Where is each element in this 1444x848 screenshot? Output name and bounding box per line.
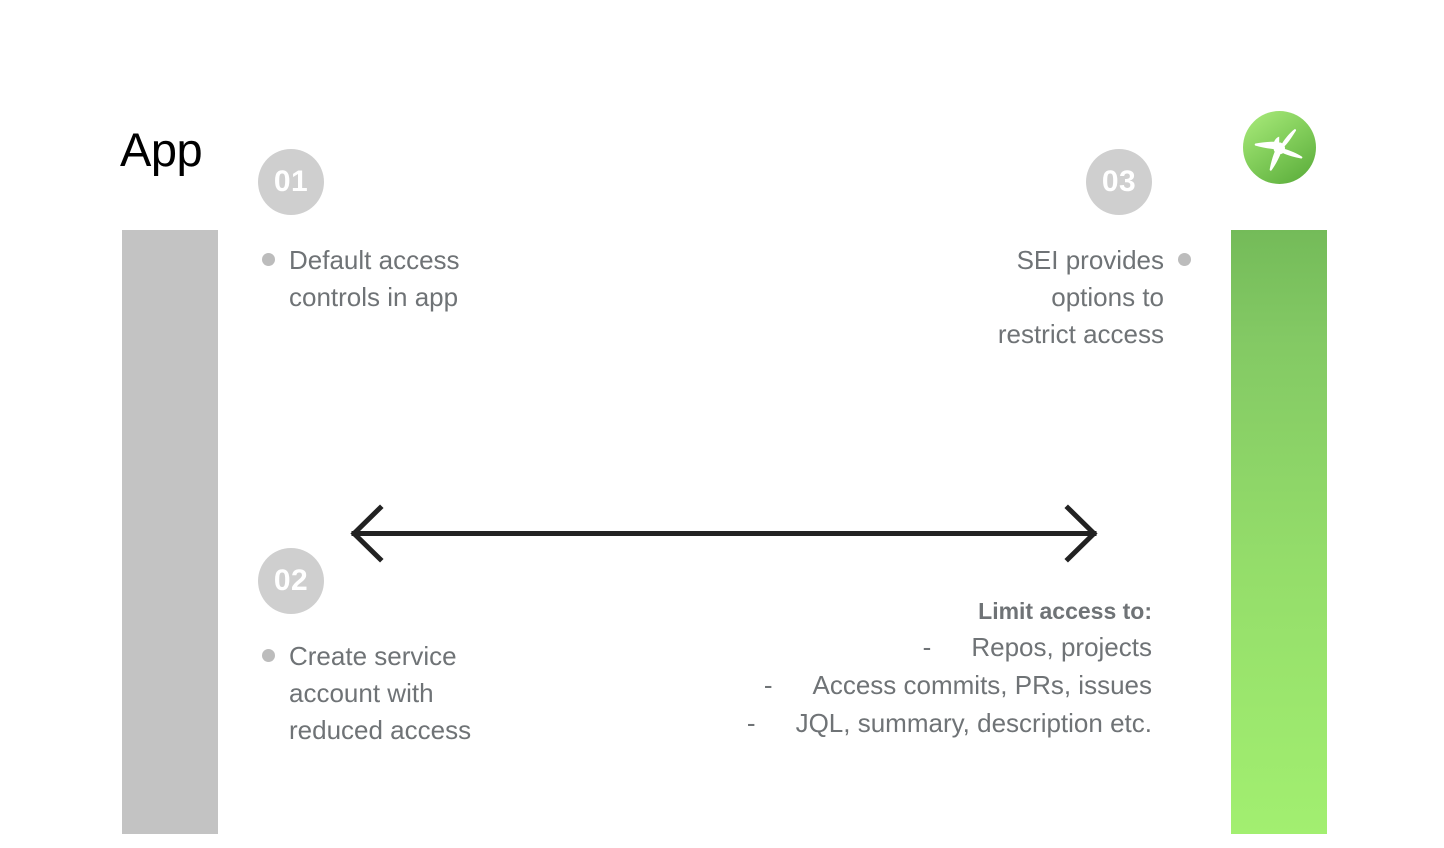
limit-access-heading: Limit access to:	[978, 598, 1152, 624]
step-bullet-03: SEI provides options to restrict access	[944, 242, 1191, 353]
page-title: App	[120, 123, 203, 176]
bullet-dot-icon	[1178, 253, 1191, 266]
limit-access-item-label: JQL, summary, description etc.	[795, 708, 1152, 738]
dash-marker: -	[746, 708, 756, 738]
step-text-01: Default access controls in app	[289, 245, 460, 312]
double-headed-arrow-icon	[348, 503, 1100, 565]
step-text-02: Create service account with reduced acce…	[289, 641, 472, 745]
step-bullet-02: Create service account with reduced acce…	[262, 638, 471, 749]
limit-access-item: - Repos, projects	[640, 628, 1152, 666]
dash-marker: -	[922, 632, 932, 662]
step-text-03: SEI provides options to restrict access	[997, 245, 1164, 349]
step-badge-03: 03	[1086, 149, 1152, 215]
limit-access-item-label: Access commits, PRs, issues	[812, 670, 1152, 700]
left-gray-bar	[122, 230, 218, 834]
step-badge-02: 02	[258, 548, 324, 614]
limit-access-item: - Access commits, PRs, issues	[640, 666, 1152, 704]
right-green-bar	[1231, 230, 1327, 834]
step-badge-01: 01	[258, 149, 324, 215]
limit-access-item: - JQL, summary, description etc.	[640, 704, 1152, 742]
bullet-dot-icon	[262, 649, 275, 662]
propeller-logo	[1243, 111, 1316, 184]
limit-access-block: Limit access to: - Repos, projects - Acc…	[640, 594, 1152, 742]
dash-marker: -	[763, 670, 773, 700]
limit-access-item-label: Repos, projects	[971, 632, 1152, 662]
step-bullet-01: Default access controls in app	[262, 242, 460, 316]
bullet-dot-icon	[262, 253, 275, 266]
